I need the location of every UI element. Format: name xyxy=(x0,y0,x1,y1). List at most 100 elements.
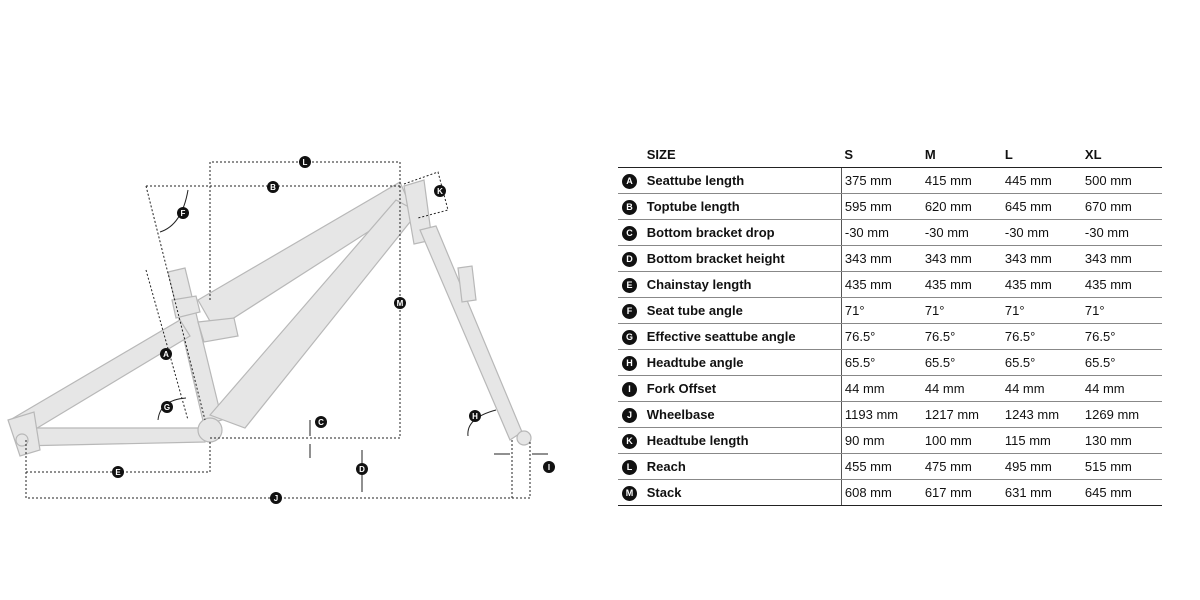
seatpost-clamp xyxy=(171,295,201,319)
bike-frame xyxy=(7,179,532,457)
fork-crown xyxy=(457,265,477,303)
row-value-size-xl: 645 mm xyxy=(1081,479,1162,506)
svg-text:D: D xyxy=(359,465,365,474)
row-measurement-name: Headtube angle xyxy=(646,349,842,376)
row-value-size-xl: 65.5° xyxy=(1081,349,1162,376)
row-key-cell: E xyxy=(618,271,647,298)
badge-i: I xyxy=(543,461,555,473)
row-key-cell: H xyxy=(618,349,647,376)
svg-text:G: G xyxy=(164,403,170,412)
seatangle-dim xyxy=(145,185,206,421)
row-measurement-name: Fork Offset xyxy=(646,375,842,402)
row-measurement-name: Seattube length xyxy=(646,167,842,194)
row-value-size-s: 343 mm xyxy=(840,245,922,272)
row-key-badge: B xyxy=(622,200,637,215)
table-header-row: SIZE S M L XL xyxy=(618,141,1162,168)
svg-text:E: E xyxy=(115,468,121,477)
row-key-badge: L xyxy=(622,460,637,475)
badge-a: A xyxy=(160,348,172,360)
svg-text:B: B xyxy=(270,183,276,192)
svg-text:A: A xyxy=(163,350,169,359)
row-value-size-l: 71° xyxy=(1001,297,1082,324)
header-icon-cell xyxy=(618,141,647,168)
row-measurement-name: Wheelbase xyxy=(646,401,842,428)
badge-j: J xyxy=(270,492,282,504)
row-value-size-m: 65.5° xyxy=(921,349,1002,376)
row-key-cell: G xyxy=(618,323,647,350)
row-value-size-m: 617 mm xyxy=(921,479,1002,506)
wheelbase-dim xyxy=(25,440,531,499)
row-value-size-m: 44 mm xyxy=(921,375,1002,402)
svg-text:M: M xyxy=(397,299,404,308)
row-value-size-m: -30 mm xyxy=(921,219,1002,246)
row-value-size-m: 76.5° xyxy=(921,323,1002,350)
row-value-size-s: 435 mm xyxy=(840,271,922,298)
badge-e: E xyxy=(112,466,124,478)
svg-text:H: H xyxy=(472,412,478,421)
row-measurement-name: Effective seattube angle xyxy=(646,323,842,350)
row-key-badge: K xyxy=(622,434,637,449)
row-key-cell: A xyxy=(618,167,647,194)
row-value-size-xl: 130 mm xyxy=(1081,427,1162,454)
row-key-cell: M xyxy=(618,479,647,506)
row-value-size-s: 455 mm xyxy=(840,453,922,480)
dimension-badges: A B C D E F G H I J K L M xyxy=(112,156,555,504)
row-value-size-m: 100 mm xyxy=(921,427,1002,454)
row-value-size-xl: 343 mm xyxy=(1081,245,1162,272)
badge-b: B xyxy=(267,181,279,193)
row-value-size-l: 65.5° xyxy=(1001,349,1082,376)
row-value-size-l: 645 mm xyxy=(1001,193,1082,220)
row-value-size-xl: 500 mm xyxy=(1081,167,1162,194)
row-value-size-xl: 71° xyxy=(1081,297,1162,324)
seattube-dim xyxy=(145,269,189,421)
row-value-size-l: 44 mm xyxy=(1001,375,1082,402)
row-measurement-name: Bottom bracket drop xyxy=(646,219,842,246)
header-size-l: L xyxy=(1001,141,1082,168)
header-size-label: SIZE xyxy=(646,141,842,168)
row-value-size-l: 1243 mm xyxy=(1001,401,1082,428)
seat-stay xyxy=(9,319,191,437)
row-value-size-m: 435 mm xyxy=(921,271,1002,298)
row-value-size-s: 71° xyxy=(840,297,922,324)
row-value-size-s: 1193 mm xyxy=(840,401,922,428)
svg-text:L: L xyxy=(303,158,308,167)
row-value-size-l: 435 mm xyxy=(1001,271,1082,298)
row-value-size-xl: 515 mm xyxy=(1081,453,1162,480)
row-key-badge: E xyxy=(622,278,637,293)
badge-k: K xyxy=(434,185,446,197)
row-key-badge: A xyxy=(622,174,637,189)
svg-text:I: I xyxy=(548,463,550,472)
rear-axle xyxy=(15,433,29,447)
row-key-badge: J xyxy=(622,408,637,423)
row-value-size-m: 1217 mm xyxy=(921,401,1002,428)
svg-text:J: J xyxy=(274,494,278,503)
row-value-size-m: 620 mm xyxy=(921,193,1002,220)
row-value-size-xl: 435 mm xyxy=(1081,271,1162,298)
row-measurement-name: Stack xyxy=(646,479,842,506)
row-measurement-name: Toptube length xyxy=(646,193,842,220)
badge-l: L xyxy=(299,156,311,168)
row-key-badge: M xyxy=(622,486,637,501)
row-value-size-l: 115 mm xyxy=(1001,427,1082,454)
row-value-size-m: 415 mm xyxy=(921,167,1002,194)
svg-text:F: F xyxy=(181,209,186,218)
chain-stay xyxy=(13,427,206,447)
row-value-size-s: 595 mm xyxy=(840,193,922,220)
frame-geometry-diagram: A B C D E F G H I J K L M xyxy=(7,156,555,504)
row-key-cell: I xyxy=(618,375,647,402)
row-value-size-m: 71° xyxy=(921,297,1002,324)
front-axle xyxy=(516,430,532,446)
row-key-badge: D xyxy=(622,252,637,267)
row-value-size-xl: 670 mm xyxy=(1081,193,1162,220)
badge-c: C xyxy=(315,416,327,428)
row-key-badge: I xyxy=(622,382,637,397)
